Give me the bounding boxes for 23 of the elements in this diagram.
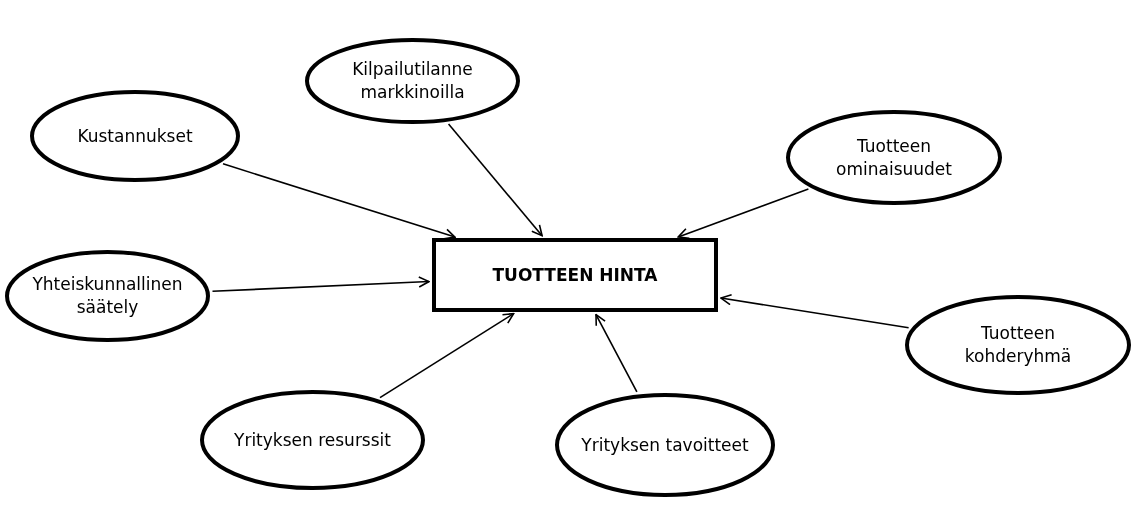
factor-ellipse	[5, 250, 210, 342]
factor-label: Yrityksen tavoitteet	[581, 433, 749, 457]
arrow	[677, 188, 810, 239]
arrow	[447, 123, 543, 237]
factor-label: Kilpailutilanne markkinoilla	[351, 58, 474, 104]
factor-label: Yhteiskunnallinen säätely	[31, 273, 184, 319]
price-label: TUOTTEEN HINTA	[492, 263, 658, 287]
price-box	[432, 238, 718, 312]
arrow	[211, 276, 430, 293]
factor-ellipse	[905, 295, 1131, 395]
factor-label: Tuotteen ominaisuudet	[835, 134, 953, 181]
arrow	[720, 293, 910, 329]
factor-ellipse	[200, 390, 425, 490]
factor-ellipse	[30, 90, 240, 182]
factor-ellipse	[555, 393, 775, 497]
arrow	[222, 163, 456, 240]
arrow	[379, 312, 515, 399]
arrow	[595, 313, 638, 393]
factor-ellipse	[305, 38, 520, 124]
factor-label: Tuotteen kohderyhmä	[963, 322, 1073, 368]
factor-label: Yrityksen resurssit	[234, 428, 391, 452]
factor-ellipse	[786, 110, 1002, 205]
factor-label: Kustannukset	[77, 124, 193, 148]
